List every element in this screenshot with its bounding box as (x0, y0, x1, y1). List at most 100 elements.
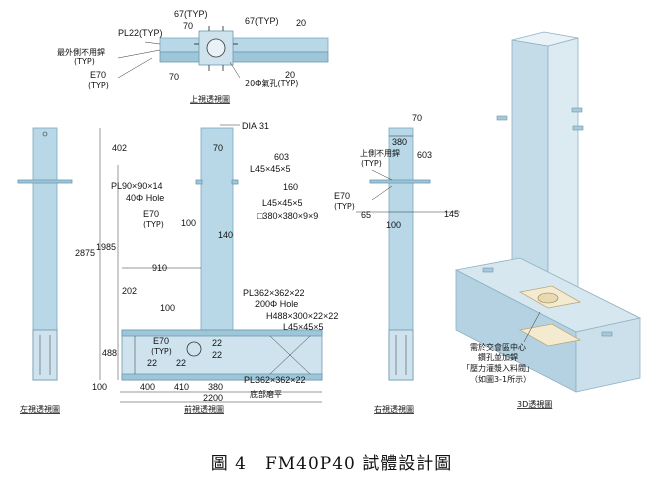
pl362-label-b: PL362×362×22 (244, 375, 306, 385)
top-center-hole (206, 38, 226, 58)
hole-label: 20Φ氣孔(TYP) (245, 78, 298, 88)
dim-400: 400 (140, 382, 155, 392)
typ-label: (TYP) (334, 202, 355, 211)
dim-145: 145 (444, 209, 459, 219)
front-beam-flange (121, 329, 323, 337)
left-hole (42, 131, 48, 137)
dim-380: 380 (208, 382, 223, 392)
iso-angle (571, 107, 583, 113)
dim-67-typ-a: 67(TYP) (174, 9, 208, 19)
top-beam-flange (159, 37, 329, 53)
dim-100-a: 100 (181, 218, 196, 228)
left-angle (17, 179, 73, 184)
leader-line (523, 311, 541, 343)
dim-70: 70 (213, 143, 223, 153)
dim-2200: 2200 (203, 393, 223, 403)
e70-label: E70 (334, 191, 350, 201)
dim-100-c: 100 (92, 382, 107, 392)
dim-402: 402 (112, 143, 127, 153)
iso-beam-side (575, 317, 641, 393)
dim-603: 603 (417, 150, 432, 160)
dim-70-b: 70 (169, 72, 179, 82)
dim-1985: 1985 (96, 242, 116, 252)
iso-joint-hole (537, 292, 559, 304)
hole200-label: 200Φ Hole (255, 299, 298, 309)
front-beam-flange (121, 373, 323, 381)
front-angle (231, 179, 239, 185)
typ-label: (TYP) (151, 347, 172, 356)
dim-22-d: 22 (176, 358, 186, 368)
leader-line (117, 49, 161, 59)
leader-line (371, 169, 393, 181)
dim-20-a: 20 (296, 18, 306, 28)
plate-label: PL90×90×14 (111, 181, 163, 191)
e70-label: E70 (143, 209, 159, 219)
dim-910: 910 (152, 263, 167, 273)
dim-488: 488 (102, 348, 117, 358)
dim-67-typ-b: 67(TYP) (245, 16, 279, 26)
leader-line (144, 41, 161, 45)
iso-view: 需於交會區中心 鑽孔並加銲 「壓力灌漿入料閥」 （如圖3-1所示） 3D透視圖 (454, 31, 642, 409)
angle-label-c: L45×45×5 (283, 322, 324, 332)
iso-angle (601, 331, 613, 337)
dim-2875: 2875 (75, 248, 95, 258)
iso-note-4: （如圖3-1所示） (470, 374, 531, 384)
left-view: 左視透視圖 (17, 127, 73, 414)
dim-20-b: 20 (285, 70, 295, 80)
weld-note: 最外側不用銲 (57, 47, 105, 57)
e70-label-b: E70 (153, 336, 169, 346)
angle-label-a: L45×45×5 (250, 164, 291, 174)
iso-angle (482, 267, 494, 273)
dim-140: 140 (218, 230, 233, 240)
view-title-front: 前視透視圖 (184, 404, 224, 414)
box-section-label: □380×380×9×9 (257, 211, 318, 221)
iso-angle (572, 125, 584, 131)
dim-65: 65 (361, 210, 371, 220)
weld-note: 上側不用銲 (360, 148, 400, 158)
top-view: 67(TYP) 67(TYP) PL22(TYP) 70 20 70 20 最外… (57, 9, 329, 104)
top-beam-web (159, 51, 329, 63)
typ-label: (TYP) (74, 57, 95, 66)
iso-joint-plate-bottom (518, 323, 582, 347)
front-beam (121, 329, 323, 381)
right-base (388, 329, 414, 381)
dim-70: 70 (412, 113, 422, 123)
dim-22-c: 22 (147, 358, 157, 368)
iso-note-2: 鑽孔並加銲 (478, 352, 518, 362)
typ-label: (TYP) (143, 220, 164, 229)
pl22-label: PL22(TYP) (118, 28, 163, 38)
view-title-left: 左視透視圖 (20, 404, 60, 414)
dim-70-a: 70 (183, 21, 193, 31)
iso-column-top (511, 31, 579, 47)
leader-line (371, 185, 393, 201)
iso-note-3: 「壓力灌漿入料閥」 (462, 363, 534, 373)
dim-100: 100 (386, 220, 401, 230)
front-angle (195, 179, 203, 185)
e70-label: E70 (90, 70, 106, 80)
front-view: 402 2875 1985 DIA 31 70 603 L45×45×5 160… (75, 121, 338, 414)
right-angle (369, 179, 431, 184)
dim-100-b: 100 (160, 303, 175, 313)
dia-label: DIA 31 (242, 121, 269, 131)
dim-160: 160 (283, 182, 298, 192)
leader-line (117, 57, 153, 79)
dim-22-a: 22 (212, 338, 222, 348)
typ-label: (TYP) (88, 81, 109, 90)
iso-angle (496, 115, 508, 121)
dim-202: 202 (122, 286, 137, 296)
iso-note-1: 需於交會區中心 (470, 342, 526, 352)
leader-line (229, 61, 241, 79)
dim-603: 603 (274, 152, 289, 162)
dim-410: 410 (174, 382, 189, 392)
view-title-right: 右視透視圖 (374, 404, 414, 414)
right-view: 70 380 603 上側不用銲 (TYP) E70 (TYP) 65 100 … (334, 113, 460, 414)
h-section-label: H488×300×22×22 (266, 311, 338, 321)
iso-column-side (547, 37, 579, 303)
dim-380: 380 (392, 137, 407, 147)
front-stiffener (269, 335, 311, 375)
typ-label: (TYP) (361, 159, 382, 168)
pl362-label-a: PL362×362×22 (243, 288, 305, 298)
front-hole (186, 341, 202, 357)
angle-label-b: L45×45×5 (262, 198, 303, 208)
